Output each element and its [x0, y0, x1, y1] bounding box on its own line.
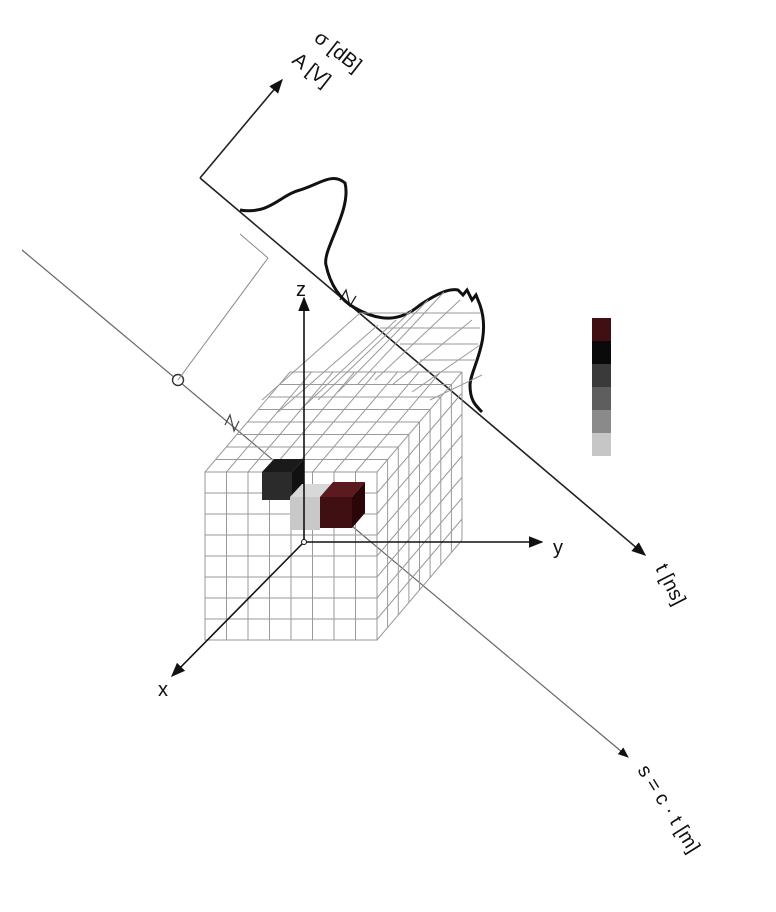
y-axis-label: y: [553, 537, 563, 559]
color-scale-bar: [592, 318, 611, 456]
signal-axis: [199, 78, 647, 556]
x-axis-label: x: [158, 679, 168, 701]
waveform-trace: [239, 177, 486, 414]
voxel-light: [290, 484, 332, 530]
color-scale-swatch: [592, 387, 611, 410]
color-scale-swatch: [592, 318, 611, 341]
projection-lines: [261, 291, 483, 413]
color-scale-swatch: [592, 364, 611, 387]
s-to-t-connector: [177, 257, 269, 381]
origin-marker: [301, 539, 307, 545]
z-axis-label: z: [296, 279, 306, 301]
amplitude-axis-line: [199, 78, 283, 179]
s-axis-break-mark: [224, 413, 240, 433]
axis-break-mark: [339, 288, 357, 308]
x-axis-line: [170, 541, 305, 678]
s-to-t-connector: [239, 233, 269, 259]
s-axis-label: s = c · t [m]: [633, 761, 704, 857]
voxel-maroon: [320, 482, 365, 528]
color-scale-swatch: [592, 341, 611, 364]
t-axis-line: [199, 177, 647, 556]
color-scale-swatch: [592, 410, 611, 433]
coordinate-axes: [170, 296, 544, 678]
color-scale-swatch: [592, 433, 611, 456]
t-axis-label: t [ns]: [651, 560, 690, 609]
